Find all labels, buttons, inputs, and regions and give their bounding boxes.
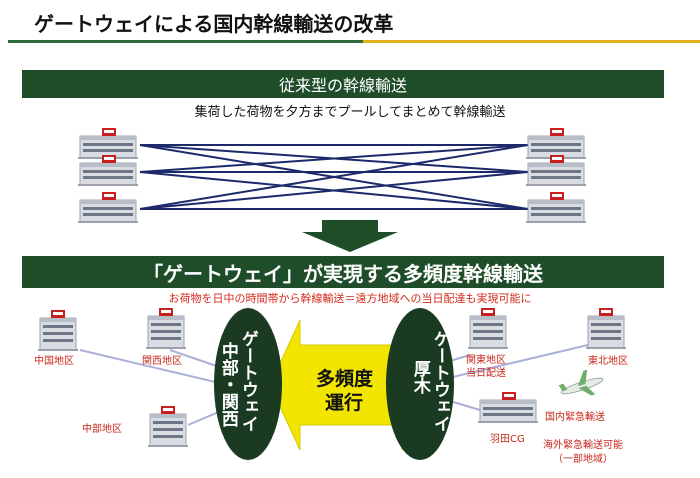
frequency-label-line2: 運行 (325, 388, 363, 415)
warehouse-chugoku (38, 310, 78, 351)
warehouse-kansai (146, 308, 186, 349)
warehouse-tohoku (586, 308, 626, 349)
warehouse-right-3 (78, 192, 138, 223)
label-domestic-express: 国内緊急輸送 (545, 408, 605, 423)
gateway-band: 「ゲートウェイ」が実現する多頻度幹線輸送 (22, 256, 664, 288)
hub-left-line2: 中部・関西 (218, 342, 236, 427)
hub-right-line1: ゲートウェイ (430, 330, 448, 432)
gateway-description: お荷物を日中の時間帯から幹線輸送＝遠方地域への当日配達も実現可能に (110, 290, 590, 306)
warehouse-left-2 (78, 155, 138, 186)
label-overseas-partial: （一部地域） (523, 450, 643, 465)
hub-left-line1: ゲートウェイ (238, 330, 256, 432)
warehouse-left-1 (78, 128, 138, 159)
warehouse-right-1 (526, 128, 586, 159)
warehouse-right-2 (526, 155, 586, 186)
gateway-band-label: 「ゲートウェイ」が実現する多頻度幹線輸送 (143, 258, 543, 287)
region-label-haneda: 羽田CG (490, 430, 525, 445)
airplane-icon (557, 366, 607, 404)
warehouse-chubu (148, 406, 188, 447)
region-label-chugoku: 中国地区 (34, 352, 74, 367)
warehouse-haneda (478, 392, 538, 423)
hub-right-line2: 厚木 (410, 360, 428, 394)
region-label-chubu: 中部地区 (82, 420, 122, 435)
warehouse-kanto (468, 308, 508, 349)
label-overseas-express: 海外緊急輸送可能 (523, 436, 643, 451)
down-arrow-icon (302, 220, 398, 252)
region-label-kanto-sameday: 当日配送 (466, 364, 506, 379)
warehouse-right-3b (526, 192, 586, 223)
traditional-cross-lines (140, 145, 528, 209)
region-label-tohoku: 東北地区 (588, 352, 628, 367)
region-label-kansai: 関西地区 (142, 352, 182, 367)
frequency-label-line1: 多頻度 (316, 364, 373, 391)
